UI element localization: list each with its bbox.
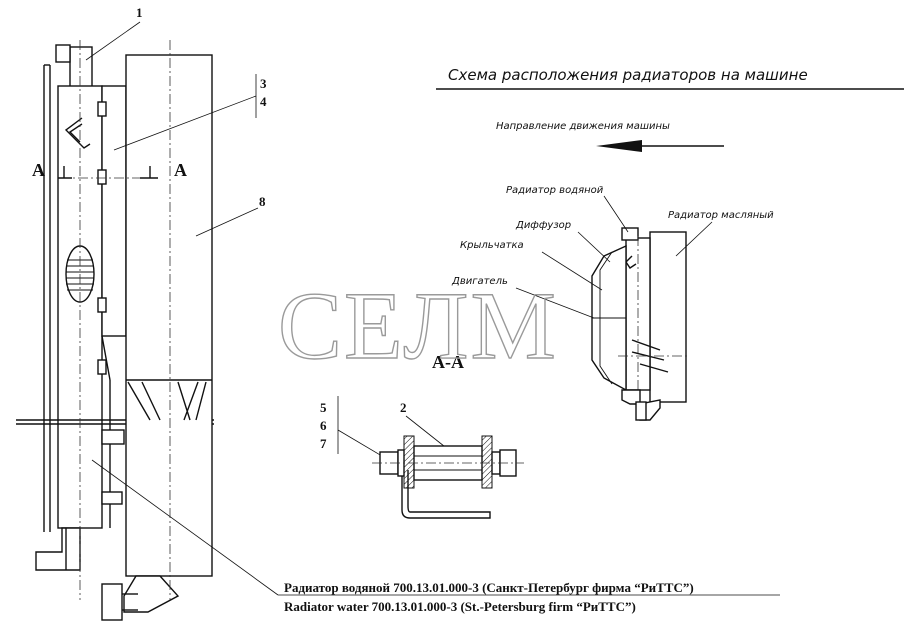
oil-radiator-body — [125, 54, 213, 577]
filler-cap-hook — [64, 117, 91, 149]
direction-label: Направление движения машины — [496, 121, 670, 132]
label-engine: Двигатель — [451, 276, 508, 287]
top-inlet-pipe — [69, 46, 93, 90]
leader-impeller — [541, 251, 603, 291]
section-mark-left: A — [32, 160, 45, 180]
scheme-filler-neck — [621, 227, 639, 241]
core-bolt — [97, 101, 107, 117]
section-arrow-left — [58, 166, 72, 179]
callout-4: 4 — [260, 94, 267, 109]
callout-8: 8 — [259, 194, 266, 209]
leader-water-radiator — [603, 195, 629, 233]
section-mark-right: A — [174, 160, 187, 180]
callout-3: 3 — [260, 76, 267, 91]
core-bolt — [97, 359, 107, 375]
callout-1: 1 — [136, 5, 143, 20]
direction-arrow-head — [596, 140, 642, 152]
callout-6: 6 — [320, 418, 327, 433]
oil-radiator-outlet — [123, 575, 180, 613]
washer-left — [403, 435, 415, 489]
callout-7: 7 — [320, 436, 327, 451]
selm-watermark: СЕЛМ — [278, 272, 558, 379]
scheme-title: Схема расположения радиаторов на машине — [448, 66, 808, 84]
label-impeller: Крыльчатка — [460, 240, 524, 251]
radiator-core — [101, 85, 127, 337]
mount-stud — [101, 491, 123, 505]
section-arrow-right — [140, 166, 158, 179]
leader-8 — [195, 207, 259, 237]
core-bottom-taper — [101, 335, 111, 381]
leader-oil-radiator — [675, 221, 713, 257]
section-view-label: A-A — [432, 352, 464, 372]
filler-cap-hook-inner — [68, 123, 83, 143]
top-pipe-flange — [55, 44, 71, 63]
leader-diffuser — [577, 231, 611, 263]
label-water-radiator: Радиатор водяной — [506, 185, 604, 196]
label-oil-radiator: Радиатор масляный — [668, 210, 774, 221]
scheme-cap-hook — [625, 255, 637, 269]
leader-caption — [91, 459, 279, 596]
scheme-oil-flange — [635, 401, 647, 421]
leader-engine — [515, 287, 595, 319]
label-diffuser: Диффузор — [515, 220, 571, 231]
scheme-brackets — [631, 339, 669, 373]
mount-brackets — [127, 381, 207, 421]
section-a-a-detail: A-A 5 6 7 2 — [320, 352, 524, 519]
caption-russian: Радиатор водяной 700.13.01.000-3 (Санкт-… — [284, 580, 694, 595]
mount-stud — [101, 429, 125, 445]
callout-5: 5 — [320, 400, 327, 415]
caption-english: Radiator water 700.13.01.000-3 (St.-Pete… — [284, 599, 636, 614]
callout-2: 2 — [400, 400, 407, 415]
scheme-oil-radiator — [649, 231, 687, 403]
angle-bracket — [401, 470, 491, 519]
scheme-bottom-outlet — [621, 389, 641, 405]
leader-3-4 — [113, 95, 257, 151]
radiator-arrangement-scheme: Схема расположения радиаторов на машине … — [436, 66, 904, 421]
oil-outlet-flange — [101, 583, 123, 621]
bottom-outlet-pipe — [35, 527, 81, 571]
radiator-side-view: A A 1 3 4 8 — [16, 5, 780, 621]
core-bolt — [97, 169, 107, 185]
washer-right — [481, 435, 493, 489]
leader-1 — [85, 21, 141, 61]
core-bolt — [97, 297, 107, 313]
